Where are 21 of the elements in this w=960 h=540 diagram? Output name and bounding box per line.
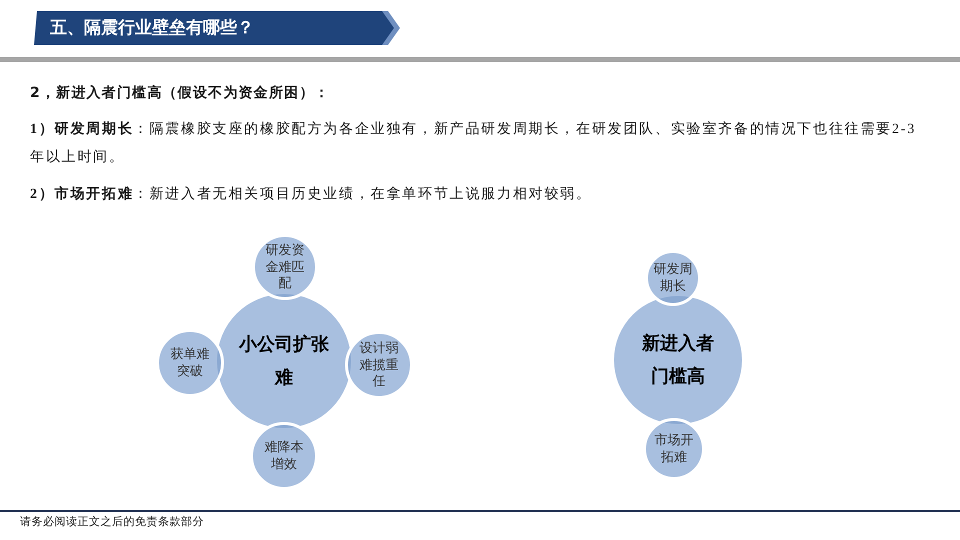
body-paragraph: 2）市场开拓难：新进入者无相关项目历史业绩，在拿单环节上说服力相对较弱。 bbox=[30, 184, 592, 204]
subtopic-label: 研发资金难匹配 bbox=[264, 242, 306, 292]
subtopic-circle bbox=[643, 418, 705, 480]
title-banner: 五、隔震行业壁垒有哪些？ bbox=[34, 11, 400, 45]
disclaimer-note: 请务必阅读正文之后的免责条款部分 bbox=[20, 514, 204, 530]
subtopic-label: 设计弱难揽重任 bbox=[358, 340, 400, 390]
subtopic-label: 研发周期长 bbox=[652, 261, 694, 295]
subtopic-circle bbox=[345, 331, 413, 399]
subtopic-circle bbox=[250, 422, 318, 490]
topic-label: 小公司扩张难 bbox=[238, 332, 330, 390]
subtopic-circle bbox=[645, 250, 701, 306]
subtopic-label: 难降本增效 bbox=[264, 439, 304, 473]
section-heading: 2，新进入者门槛高（假设不为资金所困）： bbox=[30, 84, 330, 103]
subtopic-circle bbox=[252, 234, 318, 300]
topic-label: 新进入者门槛高 bbox=[640, 332, 715, 389]
subtopic-label: 获单难突破 bbox=[170, 346, 210, 380]
body-paragraph: 1）研发周期长：隔震橡胶支座的橡胶配方为各企业独有，新产品研发周期长，在研发团队、实验室齐备的情况下也往往需要2-3年以上时间。 bbox=[30, 120, 918, 167]
subtopic-label: 市场开拓难 bbox=[654, 432, 694, 466]
core-topic-circle bbox=[614, 296, 742, 424]
subtopic-circle bbox=[156, 329, 224, 397]
core-topic-circle bbox=[217, 294, 351, 428]
